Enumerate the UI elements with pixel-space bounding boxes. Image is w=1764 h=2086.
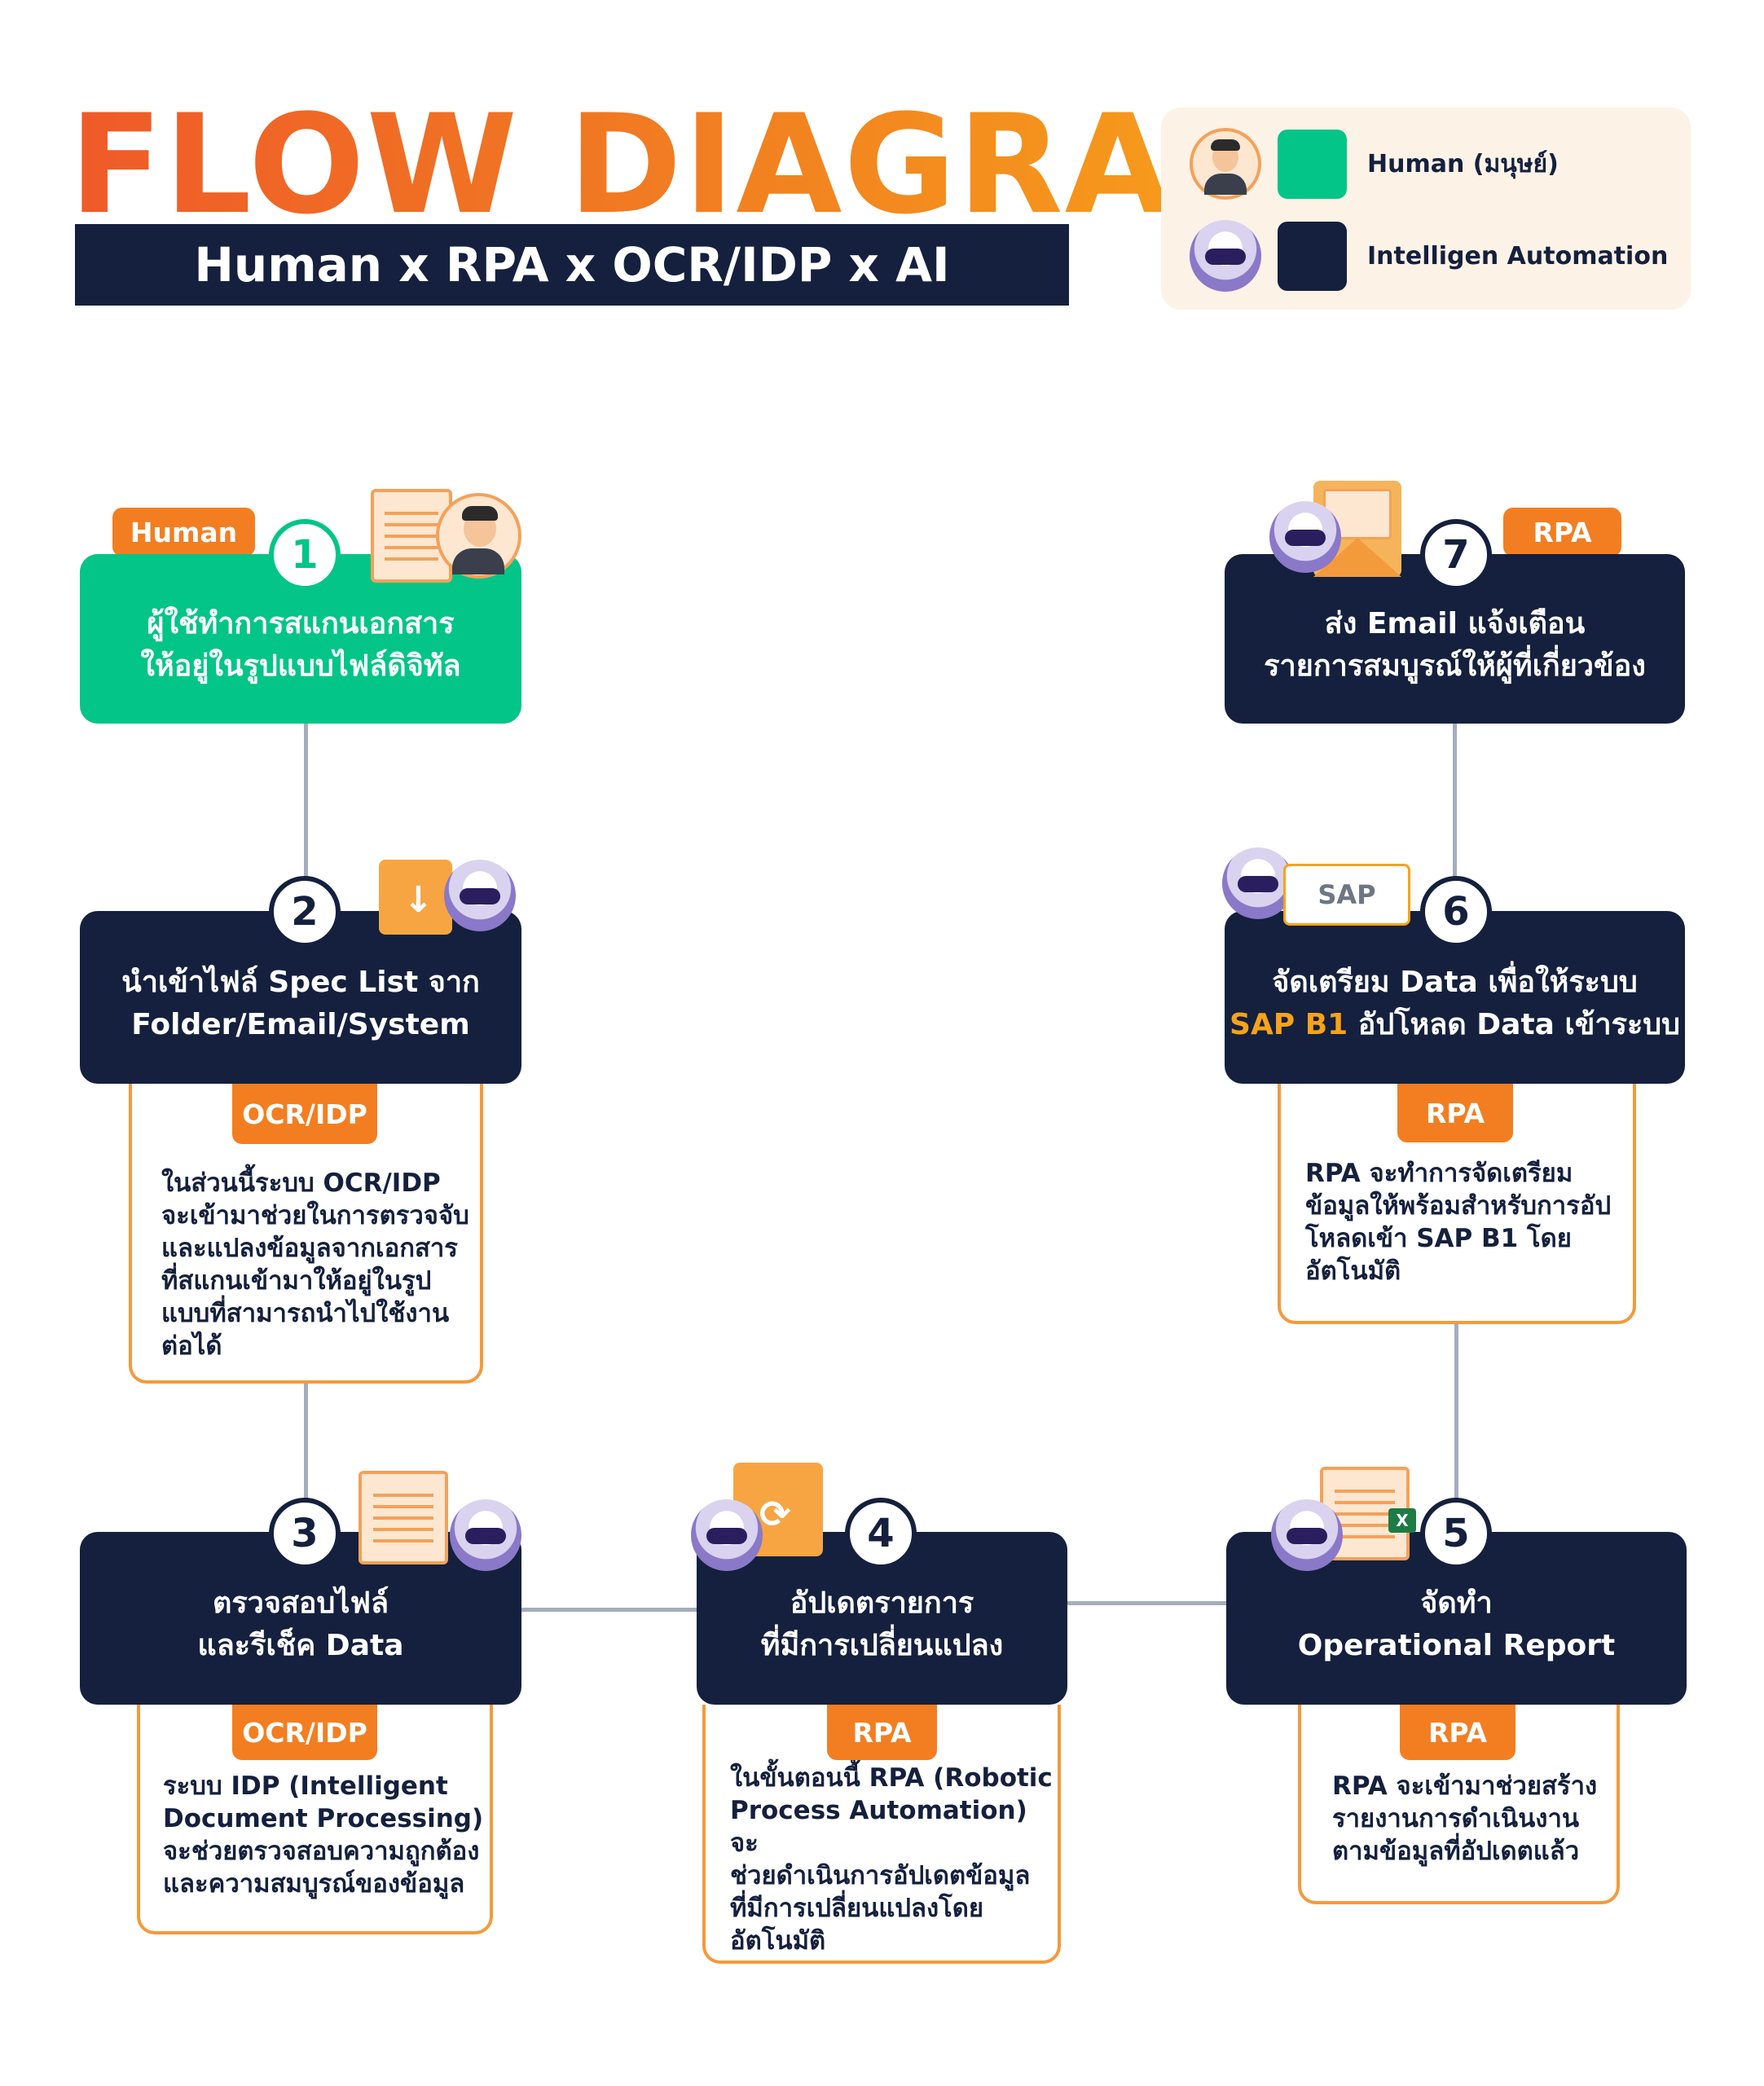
robot-mascot-icon xyxy=(450,1499,521,1571)
human-avatar-icon xyxy=(1190,128,1261,200)
step-2-desc-text: ในส่วนนี้ระบบ OCR/IDP จะเข้ามาช่วยในการต… xyxy=(161,1167,469,1362)
step-6-line2-rest: อัปโหลด Data เข้าระบบ xyxy=(1348,1008,1680,1041)
step-7-tag: RPA xyxy=(1503,508,1621,557)
desc-line: อัตโนมัติ xyxy=(730,1926,826,1956)
legend: Human (มนุษย์) Intelligen Automation xyxy=(1161,108,1691,310)
step-3-line1: ตรวจสอบไฟล์ xyxy=(212,1587,389,1620)
desc-line: และความสมบูรณ์ของข้อมูล xyxy=(163,1869,465,1899)
desc-line: RPA จะทำการจัดเตรียม xyxy=(1305,1159,1573,1188)
step-6-line2: SAP B1 อัปโหลด Data เข้าระบบ xyxy=(1230,1004,1680,1046)
robot-mascot-icon xyxy=(691,1499,763,1571)
connector-2-3 xyxy=(304,1384,308,1538)
connector-3-4 xyxy=(521,1608,697,1612)
robot-mascot-icon xyxy=(1271,1499,1343,1571)
robot-mascot-icon xyxy=(444,860,516,931)
connector-4-5 xyxy=(1066,1601,1226,1605)
legend-human-row: Human (มนุษย์) xyxy=(1190,128,1559,200)
step-1-tag: Human xyxy=(112,508,255,557)
step-2-line1: นำเข้าไฟล์ Spec List จาก xyxy=(121,966,480,999)
step-5-description: RPA จะเข้ามาช่วยสร้าง รายงานการดำเนินงาน… xyxy=(1298,1705,1620,1904)
step-1: Human ผู้ใช้ทำการสแกนเอกสาร ให้อยู่ในรูป… xyxy=(0,0,521,724)
desc-line: รายงานการดำเนินงาน xyxy=(1332,1804,1580,1833)
step-6-desc-text: RPA จะทำการจัดเตรียม ข้อมูลให้พร้อมสำหรั… xyxy=(1305,1157,1611,1287)
step-2-line2: Folder/Email/System xyxy=(131,1008,470,1041)
step-6-number: 6 xyxy=(1420,876,1492,948)
step-5-line1: จัดทำ xyxy=(1420,1587,1493,1620)
step-5-tag: RPA xyxy=(1400,1705,1515,1760)
robot-mascot-icon xyxy=(1269,501,1341,573)
legend-human-label: Human (มนุษย์) xyxy=(1367,149,1559,178)
robot-mascot-icon xyxy=(1222,847,1294,919)
connector-5-6 xyxy=(1454,1320,1458,1538)
step-3-line2: และรีเช็ค Data xyxy=(197,1629,404,1662)
desc-line: อัตโนมัติ xyxy=(1305,1256,1401,1286)
desc-line: และแปลงข้อมูลจากเอกสาร xyxy=(161,1234,458,1263)
step-1-number: 1 xyxy=(269,519,341,591)
desc-line: ช่วยดำเนินการอัปเดตข้อมูล xyxy=(730,1861,1031,1890)
step-6-tag: RPA xyxy=(1397,1084,1513,1142)
step-3-tag: OCR/IDP xyxy=(232,1705,377,1760)
documents-search-icon xyxy=(359,1471,448,1564)
desc-line: ที่มีการเปลี่ยนแปลงโดย xyxy=(730,1894,984,1923)
step-4-number: 4 xyxy=(845,1498,917,1569)
step-7-line1: ส่ง Email แจ้งเตือน xyxy=(1324,607,1586,640)
desc-line: Process Automation) จะ xyxy=(730,1796,1027,1858)
step-1-line2: ให้อยู่ในรูปแบบไฟล์ดิจิทัล xyxy=(140,649,461,683)
desc-line: ในส่วนนี้ระบบ OCR/IDP xyxy=(161,1168,441,1198)
step-3-desc-text: ระบบ IDP (Intelligent Document Processin… xyxy=(163,1770,483,1900)
human-avatar-icon xyxy=(436,493,521,579)
step-4-line2: ที่มีการเปลี่ยนแปลง xyxy=(760,1629,1004,1662)
desc-line: ข้อมูลให้พร้อมสำหรับการอัป xyxy=(1305,1191,1612,1221)
legend-automation-label: Intelligen Automation xyxy=(1367,241,1669,271)
robot-mascot-icon xyxy=(1190,220,1261,292)
desc-line: ระบบ IDP (Intelligent xyxy=(163,1771,448,1801)
sap-business-one-logo: SAP xyxy=(1283,864,1410,926)
connector-6-7 xyxy=(1453,724,1457,911)
desc-line: Document Processing) xyxy=(163,1804,484,1833)
legend-automation-row: Intelligen Automation xyxy=(1190,220,1668,292)
step-7-number: 7 xyxy=(1420,519,1492,591)
step-5-desc-text: RPA จะเข้ามาช่วยสร้าง รายงานการดำเนินงาน… xyxy=(1332,1770,1597,1868)
legend-automation-swatch xyxy=(1278,221,1347,291)
page-title: FLOW DIAGRAM xyxy=(69,85,1310,244)
step-7-line2: รายการสมบูรณ์ให้ผู้ที่เกี่ยวข้อง xyxy=(1264,649,1646,683)
subtitle-text: Human x RPA x OCR/IDP x AI xyxy=(194,237,950,293)
sap-b1-highlight: SAP B1 xyxy=(1230,1008,1348,1041)
desc-line: แบบที่สามารถนำไปใช้งาน xyxy=(161,1299,450,1328)
step-5-line2: Operational Report xyxy=(1297,1629,1616,1662)
step-5-number: 5 xyxy=(1420,1498,1492,1569)
step-3-number: 3 xyxy=(269,1498,341,1569)
desc-line: ต่อได้ xyxy=(161,1331,222,1361)
desc-line: ในขั้นตอนนี้ RPA (Robotic xyxy=(730,1763,1053,1793)
desc-line: ที่สแกนเข้ามาให้อยู่ในรูป xyxy=(161,1266,432,1296)
desc-line: RPA จะเข้ามาช่วยสร้าง xyxy=(1332,1771,1598,1801)
desc-line: โหลดเข้า SAP B1 โดย xyxy=(1305,1224,1572,1253)
desc-line: ตามข้อมูลที่อัปเดตแล้ว xyxy=(1332,1837,1580,1866)
step-2-number: 2 xyxy=(269,876,341,948)
subtitle-banner: Human x RPA x OCR/IDP x AI xyxy=(75,224,1069,306)
step-1-line1: ผู้ใช้ทำการสแกนเอกสาร xyxy=(147,607,455,640)
step-4-tag: RPA xyxy=(827,1705,937,1760)
step-4-desc-text: ในขั้นตอนนี้ RPA (Robotic Process Automa… xyxy=(730,1762,1058,1957)
step-4-line1: อัปเดตรายการ xyxy=(790,1587,974,1620)
legend-human-swatch xyxy=(1278,129,1347,199)
folder-download-icon: ↓ xyxy=(379,860,452,935)
step-6-line1: จัดเตรียม Data เพื่อให้ระบบ xyxy=(1272,966,1638,999)
desc-line: จะเข้ามาช่วยในการตรวจจับ xyxy=(161,1201,469,1230)
connector-1-2 xyxy=(304,724,308,911)
step-2-tag: OCR/IDP xyxy=(232,1084,377,1144)
desc-line: จะช่วยตรวจสอบความถูกต้อง xyxy=(163,1837,480,1866)
